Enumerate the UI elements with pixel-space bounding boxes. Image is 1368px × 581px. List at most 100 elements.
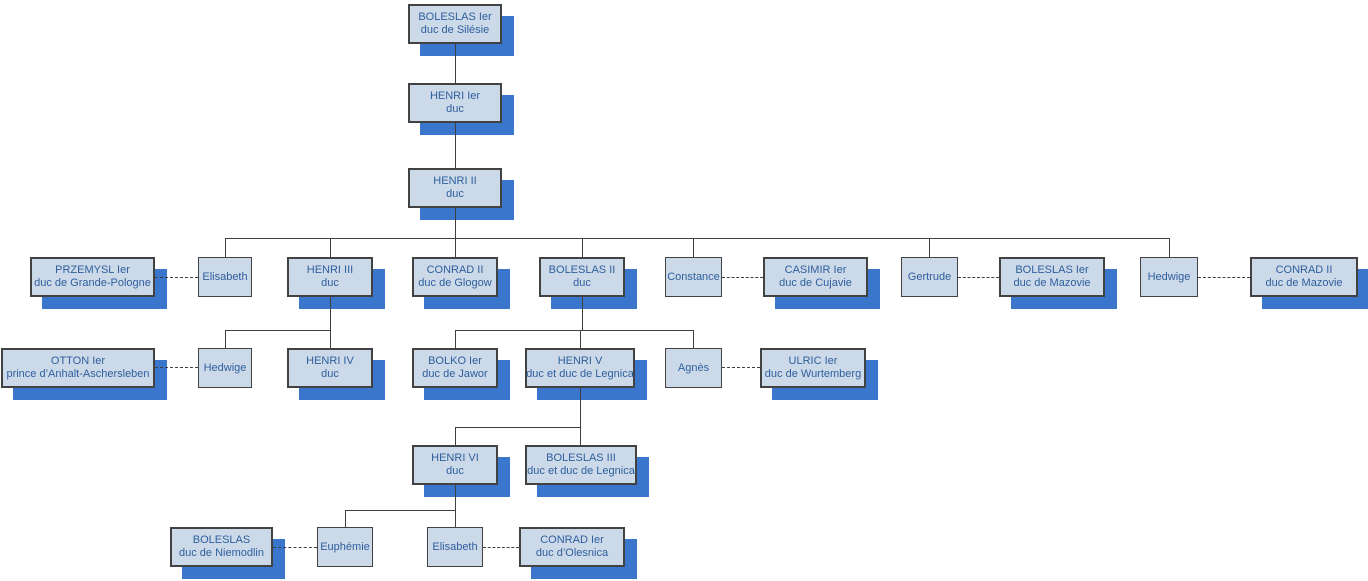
connector-line xyxy=(225,238,226,257)
person-title: duc de Mazovie xyxy=(1265,277,1343,289)
node-henri-ier: HENRI Ier duc xyxy=(408,83,502,123)
connector-line xyxy=(345,510,455,511)
person-name: CONRAD Ier xyxy=(540,534,604,546)
node-boleslas-ier-silesie: BOLESLAS Ier duc de Silésie xyxy=(408,4,502,44)
person-name: OTTON Ier xyxy=(50,355,106,367)
person-name: Gertrude xyxy=(907,270,952,283)
person-title: duc xyxy=(573,277,591,289)
node-conrad-ii-mazovie: CONRAD II duc de Mazovie xyxy=(1250,257,1358,297)
person-name: HENRI Ier xyxy=(429,90,481,102)
person-title: duc et duc de Legnica xyxy=(527,465,635,477)
person-name: CASIMIR Ier xyxy=(784,264,847,276)
person-title: prince d’Anhalt-Aschersleben xyxy=(6,368,150,380)
person-title: duc xyxy=(446,103,464,115)
person-title: duc de Niemodlin xyxy=(179,547,264,559)
person-name: BOLESLAS xyxy=(192,534,251,546)
person-name: HENRI II xyxy=(433,175,477,187)
connector-line xyxy=(929,238,930,257)
node-agnes: Agnès xyxy=(665,348,722,388)
person-name: BOLKO Ier xyxy=(428,355,482,367)
node-conrad-ier-olesnica: CONRAD Ier duc d’Olesnica xyxy=(519,527,625,567)
marriage-dashed-line xyxy=(958,277,999,278)
connector-line xyxy=(693,238,694,257)
node-boleslas-ii: BOLESLAS II duc xyxy=(539,257,625,297)
node-bolko-ier: BOLKO Ier duc de Jawor xyxy=(412,348,498,388)
person-title: duc de Silésie xyxy=(420,24,490,36)
person-name: HENRI VI xyxy=(431,452,479,464)
connector-line xyxy=(455,485,456,527)
connector-line xyxy=(455,44,456,83)
connector-line xyxy=(225,238,1169,239)
person-title: duc de Glogow xyxy=(418,277,492,289)
person-name: HENRI IV xyxy=(306,355,354,367)
node-hedwige: Hedwige xyxy=(198,348,252,388)
connector-line xyxy=(455,123,456,168)
connector-line xyxy=(225,330,226,348)
person-name: HENRI III xyxy=(306,264,354,276)
connector-line xyxy=(580,330,581,348)
marriage-dashed-line xyxy=(483,547,519,548)
node-hedwige-mazovie: Hedwige xyxy=(1140,257,1198,297)
node-boleslas-iii: BOLESLAS III duc et duc de Legnica xyxy=(525,445,637,485)
connector-line xyxy=(693,330,694,348)
marriage-dashed-line xyxy=(722,277,763,278)
node-henri-vi: HENRI VI duc xyxy=(412,445,498,485)
person-name: Hedwige xyxy=(1147,270,1191,283)
marriage-dashed-line xyxy=(155,277,198,278)
node-przemysl-ier: PRZEMYSL Ier duc de Grande-Pologne xyxy=(30,257,155,297)
node-gertrude: Gertrude xyxy=(901,257,958,297)
person-name: PRZEMYSL Ier xyxy=(55,264,130,276)
node-henri-ii: HENRI II duc xyxy=(408,168,502,208)
connector-line xyxy=(455,330,693,331)
node-conrad-ii-glogow: CONRAD II duc de Glogow xyxy=(412,257,498,297)
connector-line xyxy=(455,427,456,445)
node-boleslas-ier-mazovie: BOLESLAS Ier duc de Mazovie xyxy=(999,257,1105,297)
person-title: duc et duc de Legnica xyxy=(526,368,634,380)
node-boleslas-niemodlin: BOLESLAS duc de Niemodlin xyxy=(170,527,273,567)
person-name: BOLESLAS Ier xyxy=(1015,264,1089,276)
person-name: BOLESLAS III xyxy=(546,452,616,464)
node-otton-ier: OTTON Ier prince d’Anhalt-Aschersleben xyxy=(1,348,155,388)
person-title: duc de Mazovie xyxy=(1013,277,1091,289)
connector-line xyxy=(455,208,456,257)
person-title: duc de Grande-Pologne xyxy=(34,277,151,289)
person-name: Elisabeth xyxy=(202,270,248,283)
node-ulric-ier: ULRIC Ier duc de Wurtemberg xyxy=(760,348,866,388)
connector-line xyxy=(330,238,331,257)
person-name: BOLESLAS Ier xyxy=(418,11,492,23)
person-title: duc de Wurtemberg xyxy=(764,368,862,380)
connector-line xyxy=(455,427,580,428)
person-name: BOLESLAS II xyxy=(548,264,616,276)
marriage-dashed-line xyxy=(273,547,317,548)
connector-line xyxy=(345,510,346,527)
person-title: duc d’Olesnica xyxy=(535,547,609,559)
person-name: Hedwige xyxy=(203,361,247,374)
marriage-dashed-line xyxy=(722,367,760,368)
connector-line xyxy=(582,297,583,330)
connector-line xyxy=(330,297,331,348)
connector-line xyxy=(582,238,583,257)
person-title: duc xyxy=(321,277,339,289)
person-name: CONRAD II xyxy=(426,264,484,276)
connector-line xyxy=(225,330,330,331)
person-name: CONRAD II xyxy=(1275,264,1333,276)
marriage-dashed-line xyxy=(155,367,198,368)
person-title: duc de Cujavie xyxy=(779,277,852,289)
person-title: duc xyxy=(446,188,464,200)
node-henri-v: HENRI V duc et duc de Legnica xyxy=(525,348,635,388)
node-euphemie: Euphémie xyxy=(317,527,373,567)
person-name: Euphémie xyxy=(320,540,370,553)
connector-line xyxy=(455,330,456,348)
node-casimir-ier: CASIMIR Ier duc de Cujavie xyxy=(763,257,868,297)
person-title: duc xyxy=(321,368,339,380)
person-name: Elisabeth xyxy=(432,540,478,553)
person-name: Constance xyxy=(667,270,720,283)
person-name: HENRI V xyxy=(557,355,603,367)
connector-line xyxy=(1169,238,1170,257)
person-title: duc xyxy=(446,465,464,477)
node-henri-iii: HENRI III duc xyxy=(287,257,373,297)
node-elisabeth: Elisabeth xyxy=(198,257,252,297)
person-title: duc de Jawor xyxy=(422,368,488,380)
node-henri-iv: HENRI IV duc xyxy=(287,348,373,388)
